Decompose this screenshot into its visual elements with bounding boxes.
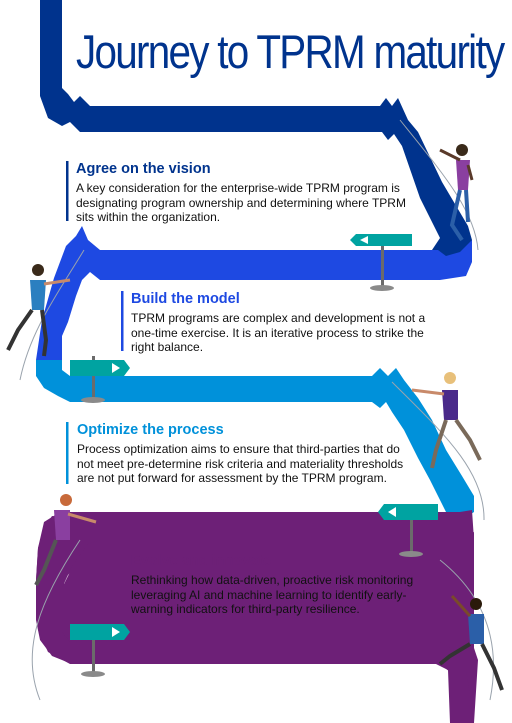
stage-evolve-and-innovate: Evolve and innovate Rethinking how data-…: [131, 553, 441, 617]
signpost-1: [350, 234, 412, 291]
climber-1: [439, 144, 474, 242]
stage-heading: Optimize the process: [77, 422, 224, 438]
climber-5: [438, 594, 504, 691]
climber-4: [34, 494, 97, 586]
stage-description: Process optimization aims to ensure that…: [77, 442, 404, 485]
path-segment-2: [36, 226, 472, 360]
rope-3: [391, 381, 485, 521]
stage-description: Rethinking how data-driven, proactive ri…: [131, 573, 414, 616]
rope-1: [399, 119, 479, 251]
stage-build-the-model: Build the model TPRM programs are comple…: [131, 291, 446, 355]
stage-optimize-the-process: Optimize the process Process optimizatio…: [77, 422, 412, 486]
path-segment-4: [36, 500, 478, 723]
stage-description: TPRM programs are complex and developmen…: [131, 311, 426, 354]
stage-marker-4: [121, 553, 124, 613]
path-segment-1: [40, 0, 472, 264]
stage-description: A key consideration for the enterprise-w…: [76, 181, 406, 224]
signpost-4: [70, 624, 130, 677]
path-segment-4-main: [36, 510, 474, 723]
stage-marker-1: [66, 161, 69, 221]
arrow-left-icon: [388, 507, 396, 517]
page-title: Journey to TPRM maturity: [76, 25, 505, 78]
climber-2: [6, 264, 71, 357]
stage-marker-3: [66, 422, 69, 484]
rope-5: [439, 559, 494, 701]
arrow-right-icon: [112, 627, 120, 637]
arrow-right-icon: [112, 363, 120, 373]
stage-heading: Build the model: [131, 291, 240, 307]
stage-heading: Evolve and innovate: [131, 553, 272, 569]
stage-marker-2: [121, 291, 124, 351]
climber-3: [411, 372, 482, 469]
arrow-left-icon: [360, 236, 368, 244]
signpost-2: [70, 356, 130, 403]
rope-4: [31, 539, 81, 701]
stage-agree-on-the-vision: Agree on the vision A key consideration …: [76, 161, 406, 225]
rope-2: [19, 249, 85, 381]
stage-heading: Agree on the vision: [76, 161, 211, 177]
signpost-3: [378, 504, 438, 557]
path-segment-3: [36, 360, 474, 520]
